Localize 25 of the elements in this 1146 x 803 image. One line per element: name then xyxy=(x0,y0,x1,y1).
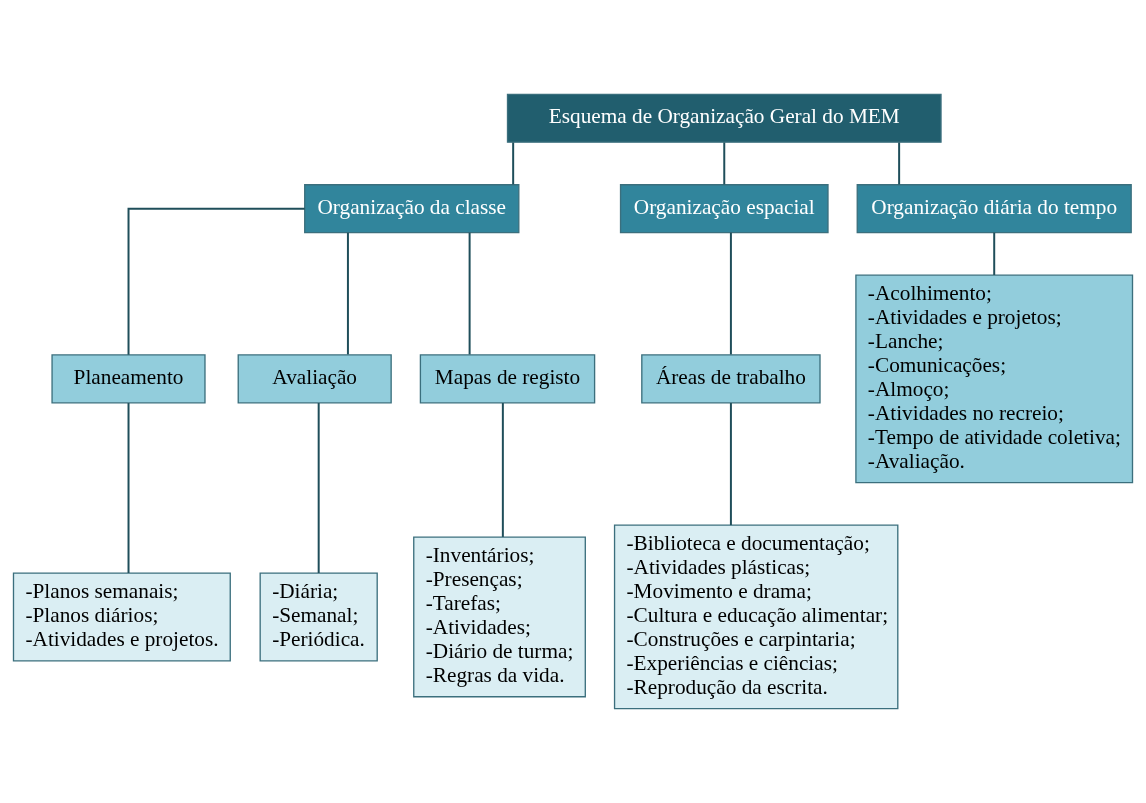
node-box: Esquema de Organização Geral do MEM xyxy=(506,93,942,143)
connector xyxy=(512,141,515,186)
node-box: Avaliação xyxy=(237,354,392,404)
node-box: Organização espacial xyxy=(619,184,829,234)
node-box: -Biblioteca e documentação; -Atividades plásticas; -Movimento e drama; -Cultura e educação alimentar; -Construções e carpintaria; -Experiências e ciências; -Reprodução da escrita. xyxy=(613,524,899,710)
connector xyxy=(729,231,732,356)
connector xyxy=(723,141,726,186)
connector xyxy=(127,207,306,356)
node-box: -Planos semanais; -Planos diários; -Atividades e projetos. xyxy=(12,572,231,662)
connector xyxy=(346,231,349,356)
node-box: -Inventários; -Presenças; -Tarefas; -Atividades; -Diário de turma; -Regras da vida. xyxy=(413,536,586,698)
connector xyxy=(317,402,320,574)
node-box: -Diária; -Semanal; -Periódica. xyxy=(259,572,378,662)
node-box: Organização diária do tempo xyxy=(856,184,1132,234)
connector xyxy=(127,402,130,574)
node-box: Organização da classe xyxy=(304,184,520,234)
connector xyxy=(993,231,996,276)
node-box: Áreas de trabalho xyxy=(641,354,821,404)
node-box: -Acolhimento; -Atividades e projetos; -Lanche; -Comunicações; -Almoço; -Atividades no recreio; -Tempo de atividade coletiva; -Avaliação. xyxy=(855,274,1134,484)
connector xyxy=(501,402,504,538)
connector xyxy=(468,231,471,356)
connector xyxy=(729,402,732,527)
node-box: Planeamento xyxy=(51,354,206,404)
connector xyxy=(898,141,901,186)
node-box: Mapas de registo xyxy=(419,354,596,404)
